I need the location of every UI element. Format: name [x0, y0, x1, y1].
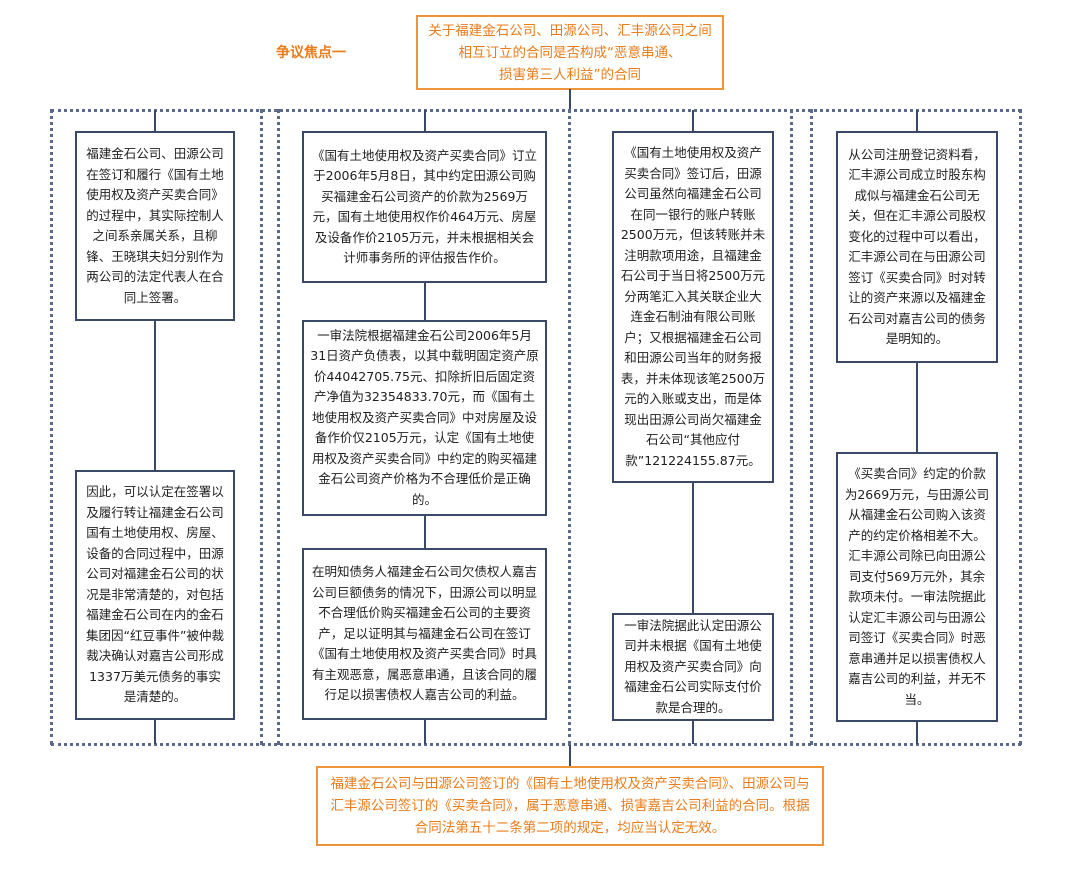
col4-box-2: 《买卖合同》约定的价款为2669万元，与田源公司从福建金石公司购入该资产的约定价… — [836, 452, 998, 722]
col2-box-1: 《国有土地使用权及资产买卖合同》订立于2006年5月8日，其中约定田源公司购买福… — [302, 131, 547, 283]
col4-connector — [916, 110, 918, 744]
frame-bottom-line — [51, 743, 1021, 746]
divider-3a — [790, 109, 793, 745]
connector-top — [569, 89, 571, 111]
col3-box-2: 一审法院据此认定田源公司并未根据《国有土地使用权及资产买卖合同》向福建金石公司实… — [612, 613, 774, 721]
frame-top-line — [51, 109, 1021, 112]
col1-connector — [154, 110, 156, 744]
col2-box-3: 在明知债务人福建金石公司欠债权人嘉吉公司巨额债务的情况下，田源公司以明显不合理低… — [302, 548, 547, 720]
frame-right-line — [1019, 109, 1022, 745]
col1-box-2: 因此，可以认定在签署以及履行转让福建金石公司国有土地使用权、房屋、设备的合同过程… — [75, 470, 235, 720]
focus-label: 争议焦点一 — [276, 45, 346, 61]
connector-bottom — [569, 745, 571, 767]
divider-1a — [260, 109, 263, 745]
col4-box-1: 从公司注册登记资料看，汇丰源公司成立时股东构成似与福建金石公司无关，但在汇丰源公… — [836, 131, 998, 363]
divider-1b — [277, 109, 280, 745]
col3-box-1: 《国有土地使用权及资产买卖合同》签订后，田源公司虽然向福建金石公司在同一银行的账… — [612, 131, 774, 483]
conclusion-box: 福建金石公司与田源公司签订的《国有土地使用权及资产买卖合同》、田源公司与汇丰源公… — [316, 766, 824, 846]
divider-2 — [568, 109, 571, 745]
divider-3b — [810, 109, 813, 745]
col2-box-2: 一审法院根据福建金石公司2006年5月31日资产负债表，以其中载明固定资产原价4… — [302, 320, 547, 516]
top-question-box: 关于福建金石公司、田源公司、汇丰源公司之间相互订立的合同是否构成“恶意串通、 损… — [416, 15, 724, 90]
col1-box-1: 福建金石公司、田源公司在签订和履行《国有土地使用权及资产买卖合同》的过程中，其实… — [75, 131, 235, 321]
frame-left-line — [50, 109, 53, 745]
